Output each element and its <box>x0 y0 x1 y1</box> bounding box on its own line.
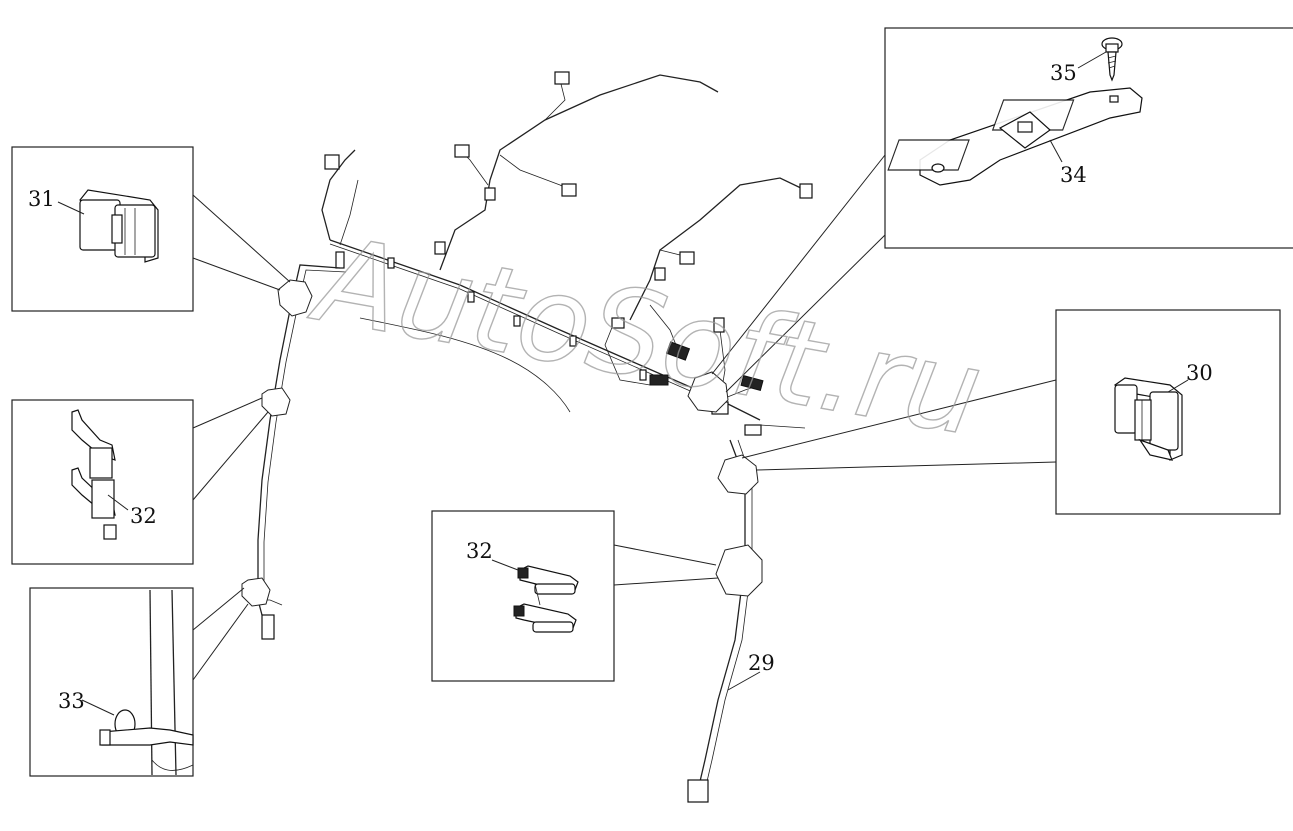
marker-32-right <box>715 544 763 597</box>
marker-34 <box>687 371 729 413</box>
clip-31-part <box>79 189 159 263</box>
clip-32-part-right <box>513 565 579 633</box>
marker-33 <box>241 577 271 607</box>
main-harness <box>257 71 813 803</box>
detail-box-32-right: 32 <box>431 510 615 682</box>
leader-lines <box>192 154 1057 681</box>
callout-29: 29 <box>748 651 775 675</box>
callout-29-group: 29 <box>727 651 775 691</box>
callout-33: 33 <box>58 689 85 713</box>
screw-35-part <box>1101 37 1123 82</box>
clip-30-part <box>1113 377 1183 461</box>
callout-30: 30 <box>1186 361 1213 385</box>
detail-box-31: 31 <box>11 146 194 312</box>
clip-33-part <box>99 589 194 776</box>
callout-31: 31 <box>28 187 55 211</box>
detail-box-34-35: 35 34 <box>884 27 1293 249</box>
callout-34: 34 <box>1060 163 1087 187</box>
detail-box-30: 30 <box>1055 309 1281 515</box>
callout-32-right: 32 <box>466 539 493 563</box>
clip-32-part-left <box>71 409 117 540</box>
callout-32-left: 32 <box>130 504 157 528</box>
marker-30 <box>717 454 759 495</box>
callout-35: 35 <box>1050 61 1077 85</box>
bracket-34-part <box>887 87 1143 186</box>
detail-box-32-left: 32 <box>11 399 194 565</box>
detail-box-33: 33 <box>29 587 194 777</box>
marker-32-left <box>261 387 291 417</box>
marker-31 <box>277 279 313 317</box>
detail-markers <box>241 279 763 607</box>
